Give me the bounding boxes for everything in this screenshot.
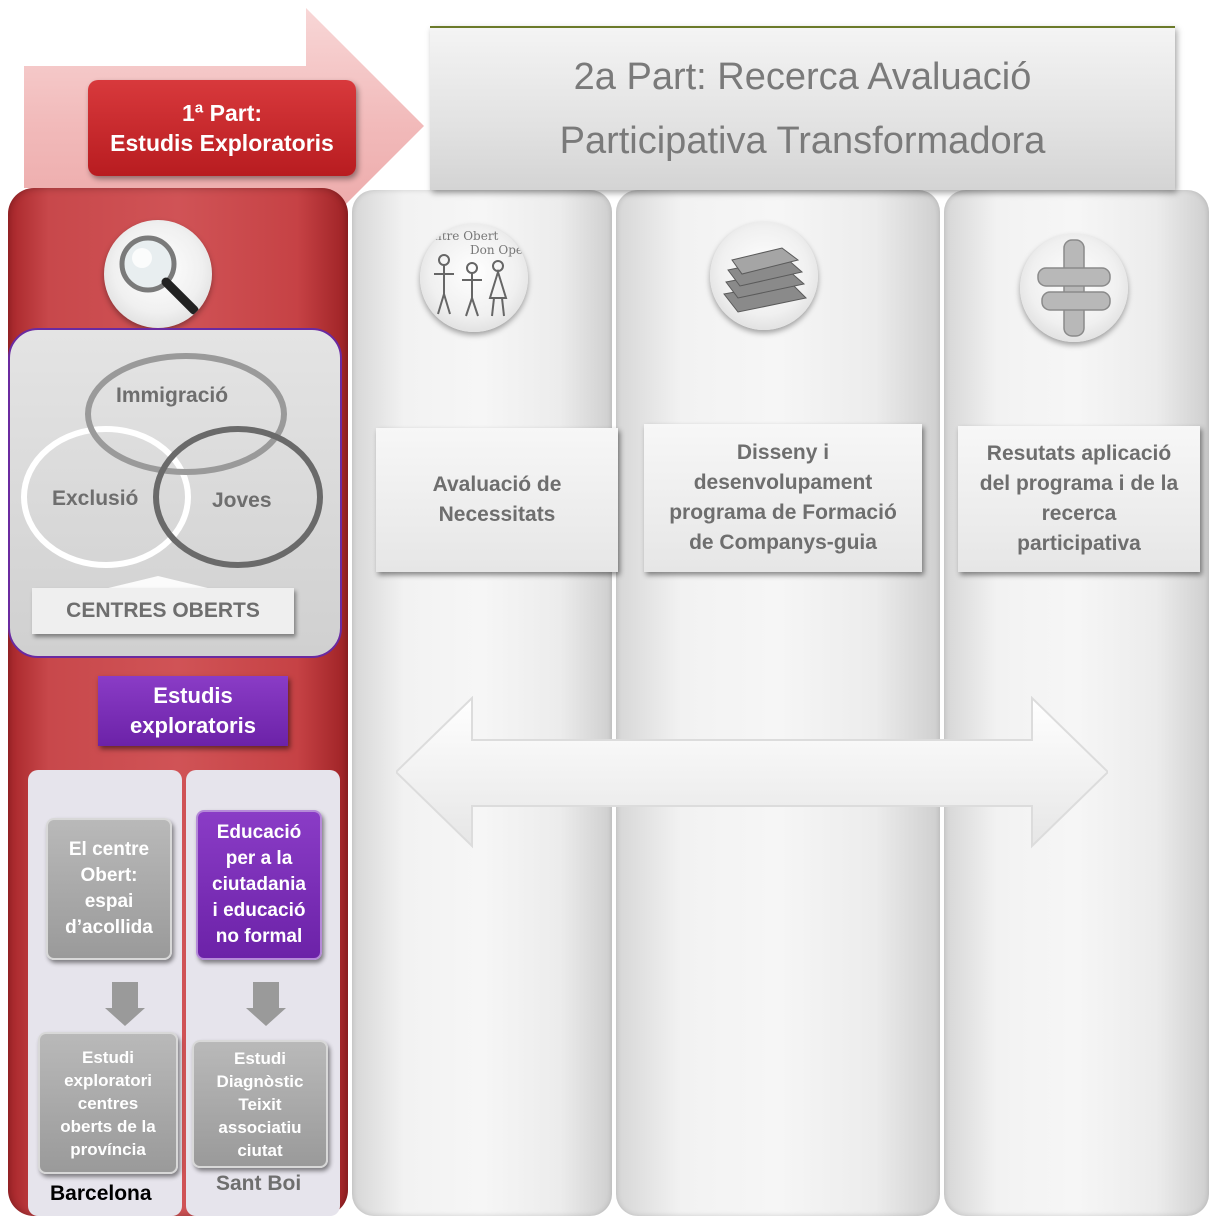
bcn-node-line: espai <box>84 891 134 912</box>
stage3-line: del programa i de la <box>979 472 1179 495</box>
drawing-text-1: ntre Obert <box>434 229 499 243</box>
sb-result-line: Teixit <box>238 1094 282 1114</box>
double-headed-arrow <box>396 696 1108 849</box>
part1-line1: 1ª Part: <box>181 100 263 126</box>
sb-node-line: no formal <box>215 926 303 947</box>
column-avaluacio <box>352 190 612 1216</box>
santboi-label: Sant Boi <box>216 1172 302 1195</box>
stage2-line: de Companys-guia <box>689 531 877 554</box>
column-resultats <box>944 190 1209 1216</box>
bcn-result-line: oberts de la <box>60 1116 156 1136</box>
sb-result-line: Estudi <box>234 1048 286 1068</box>
santboi-down-arrow <box>246 982 286 1026</box>
stage3-line: Resutats aplicació <box>986 442 1172 465</box>
centres-oberts-label: CENTRES OBERTS <box>66 599 260 622</box>
sb-result-line: Diagnòstic <box>216 1071 304 1091</box>
sb-node-line: i educació <box>212 900 306 921</box>
bcn-result-line: centres <box>77 1093 139 1113</box>
drawing-text-2: Don Ope <box>470 243 523 257</box>
bcn-node-line: Obert: <box>80 865 138 886</box>
children-drawing-icon: ntre Obert Don Ope <box>420 224 528 332</box>
stage-disseny: Disseny i desenvolupament programa de Fo… <box>644 424 922 572</box>
venn-exclusio: Exclusió <box>52 487 139 510</box>
column-disseny <box>616 190 940 1216</box>
barcelona-label: Barcelona <box>50 1182 152 1205</box>
stage2-line: programa de Formació <box>669 501 897 524</box>
barcelona-topic-box: El centre Obert: espai d’acollida <box>46 818 172 960</box>
centres-oberts-box: CENTRES OBERTS <box>32 588 294 634</box>
venn-immigracio: Immigració <box>116 384 229 407</box>
sb-node-line: Educació <box>216 822 302 843</box>
santboi-result-box: Estudi Diagnòstic Teixit associatiu ciut… <box>192 1040 328 1168</box>
stage3-line: participativa <box>1017 532 1141 555</box>
part2-line1: 2a Part: Recerca Avaluació <box>573 56 1032 98</box>
venn-joves: Joves <box>212 489 272 512</box>
stage2-line: Disseny i <box>736 441 830 464</box>
stage1-line: Necessitats <box>438 503 556 526</box>
stage-resultats: Resutats aplicació del programa i de la … <box>958 426 1200 572</box>
stage2-line: desenvolupament <box>693 471 873 494</box>
santboi-topic-box: Educació per a la ciutadania i educació … <box>196 810 322 960</box>
stage-avaluacio: Avaluació de Necessitats <box>376 428 618 572</box>
magnifier-icon <box>104 220 212 328</box>
estudis-line2: exploratoris <box>130 713 256 738</box>
part1-line2: Estudis Exploratoris <box>110 130 334 156</box>
part1-label: 1ª Part: Estudis Exploratoris <box>88 80 356 176</box>
bcn-result-line: exploratori <box>64 1070 152 1090</box>
joined-hands-icon <box>1020 234 1128 342</box>
estudis-line1: Estudis <box>153 683 233 708</box>
bcn-node-line: d’acollida <box>65 917 153 938</box>
part2-line2: Participativa Transformadora <box>559 120 1046 162</box>
bcn-node-line: El centre <box>68 839 150 860</box>
sb-node-line: per a la <box>225 848 293 869</box>
part2-header: 2a Part: Recerca Avaluació Participativa… <box>430 26 1175 190</box>
stage1-line: Avaluació de <box>432 473 562 496</box>
sb-result-line: ciutat <box>237 1140 283 1160</box>
estudis-exploratoris-box: Estudis exploratoris <box>98 676 288 746</box>
books-stack-icon <box>710 222 818 330</box>
sb-node-line: ciutadania <box>212 874 306 895</box>
venn-diagram <box>21 353 323 590</box>
bcn-result-line: província <box>70 1139 146 1159</box>
barcelona-down-arrow <box>105 982 145 1026</box>
sb-result-line: associatiu <box>218 1117 302 1137</box>
barcelona-result-box: Estudi exploratori centres oberts de la … <box>38 1032 178 1174</box>
stage3-line: recerca <box>1041 502 1117 525</box>
bcn-result-line: Estudi <box>82 1047 134 1067</box>
